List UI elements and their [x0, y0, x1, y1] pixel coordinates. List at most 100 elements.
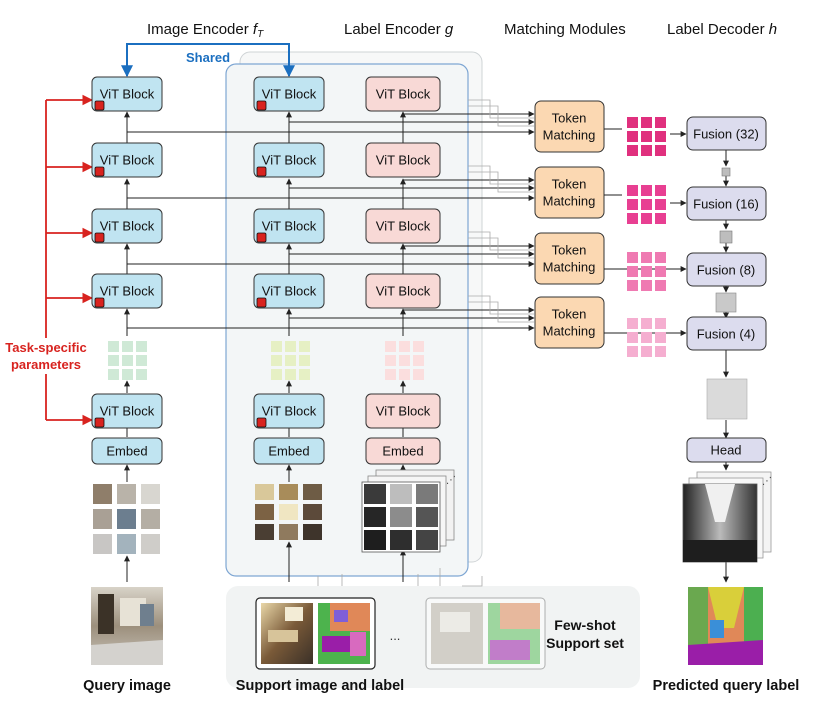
svg-text:Token: Token: [552, 177, 587, 192]
task-parameter-icon: [94, 297, 105, 308]
label-encoder-column: ViT Block ViT Block ViT Block ViT Block …: [361, 76, 456, 553]
svg-text:Matching: Matching: [543, 194, 596, 209]
vit-block-label[interactable]: ViT Block: [365, 273, 441, 309]
task-parameter-icon: [256, 417, 267, 428]
query-image: [91, 587, 163, 665]
vit-block[interactable]: ViT Block: [91, 273, 163, 309]
vit-block-label[interactable]: ViT Block: [365, 76, 441, 112]
feature-map-icon: [721, 167, 731, 177]
token-matching-module[interactable]: Token Matching: [534, 100, 605, 153]
fusion-block-16[interactable]: Fusion (16): [686, 186, 767, 221]
token-grid-icon: [627, 318, 666, 357]
support-pair-faded: [425, 597, 546, 670]
svg-text:ViT Block: ViT Block: [262, 219, 317, 234]
token-matching-module[interactable]: Token Matching: [534, 166, 605, 219]
svg-text:Token: Token: [552, 111, 587, 126]
task-parameter-icon: [94, 417, 105, 428]
svg-text:ViT Block: ViT Block: [262, 284, 317, 299]
svg-text:Label Decoder h: Label Decoder h: [667, 21, 777, 38]
token-grid-icon: [627, 117, 666, 156]
embed-block[interactable]: Embed: [253, 437, 325, 465]
shared-label: Shared: [186, 50, 230, 65]
svg-text:⋰: ⋰: [762, 476, 772, 487]
vit-block[interactable]: ViT Block: [91, 142, 163, 178]
query-encoder-column: ViT Block ViT Block ViT Block ViT Block …: [91, 76, 163, 554]
token-grid-icon: [627, 185, 666, 224]
embed-block[interactable]: Embed: [91, 437, 163, 465]
token-matching-module[interactable]: Token Matching: [534, 232, 605, 285]
svg-text:ViT Block: ViT Block: [376, 219, 431, 234]
svg-text:ViT Block: ViT Block: [262, 87, 317, 102]
stacked-connectors: [317, 99, 534, 587]
fusion-block-8[interactable]: Fusion (8): [686, 252, 767, 287]
task-specific-bracket: Task-specific parameters: [4, 94, 94, 426]
encoder-connections: [124, 111, 535, 582]
svg-text:Matching: Matching: [543, 324, 596, 339]
svg-text:Matching: Matching: [543, 128, 596, 143]
support-pair: [255, 597, 376, 670]
decoder-connections: [604, 128, 729, 583]
svg-text:ViT Block: ViT Block: [376, 87, 431, 102]
vit-block[interactable]: ViT Block: [91, 76, 163, 112]
svg-text:Head: Head: [710, 443, 741, 458]
image-patch-icon: [93, 484, 160, 554]
svg-text:Embed: Embed: [382, 444, 423, 459]
task-parameter-icon: [256, 100, 267, 111]
matching-modules: Token Matching Token Matching Token Matc…: [534, 100, 605, 349]
depth-map-icon: ⋰: [361, 469, 456, 553]
header-label-encoder: Label Encoder g: [344, 21, 454, 38]
svg-text:ViT Block: ViT Block: [100, 219, 155, 234]
token-grid-icon: [271, 341, 310, 380]
svg-text:Fusion (8): Fusion (8): [697, 263, 756, 278]
header-label-decoder: Label Decoder h: [667, 21, 777, 38]
vit-block[interactable]: ViT Block: [91, 393, 163, 429]
vit-block[interactable]: ViT Block: [253, 393, 325, 429]
vit-block[interactable]: ViT Block: [253, 208, 325, 244]
svg-text:⋰: ⋰: [446, 475, 456, 486]
vit-block-label[interactable]: ViT Block: [365, 208, 441, 244]
task-parameter-icon: [256, 166, 267, 177]
svg-text:ViT Block: ViT Block: [100, 153, 155, 168]
svg-text:ViT Block: ViT Block: [262, 404, 317, 419]
vit-block[interactable]: ViT Block: [253, 142, 325, 178]
fusion-block-4[interactable]: Fusion (4): [686, 316, 767, 351]
svg-text:ViT Block: ViT Block: [100, 284, 155, 299]
support-image-thumb: [261, 603, 313, 664]
support-image-label: Support image and label: [236, 678, 404, 694]
svg-text:Fusion (4): Fusion (4): [697, 327, 756, 342]
head-block[interactable]: Head: [686, 437, 767, 463]
svg-text:ViT Block: ViT Block: [100, 87, 155, 102]
svg-text:Fusion (16): Fusion (16): [693, 197, 759, 212]
token-matching-module[interactable]: Token Matching: [534, 296, 605, 349]
vit-block-label[interactable]: ViT Block: [365, 393, 441, 429]
image-patch-icon: [255, 484, 322, 540]
header-image-encoder: Image Encoder fT: [147, 21, 264, 40]
depth-map-icon: ⋰: [682, 471, 772, 563]
predicted-label: Predicted query label: [653, 678, 800, 694]
vit-block[interactable]: ViT Block: [253, 76, 325, 112]
svg-text:Label Encoder g: Label Encoder g: [344, 21, 454, 38]
vit-block[interactable]: ViT Block: [253, 273, 325, 309]
vit-block[interactable]: ViT Block: [91, 208, 163, 244]
token-grid-icon: [385, 341, 424, 380]
svg-text:Token: Token: [552, 307, 587, 322]
task-parameter-icon: [94, 100, 105, 111]
label-decoder-column: Fusion (32) Fusion (16) Fusion (8) Fusio…: [682, 116, 772, 665]
token-grid-icon: [627, 252, 666, 291]
svg-text:Embed: Embed: [268, 444, 309, 459]
svg-text:ViT Block: ViT Block: [100, 404, 155, 419]
task-parameter-icon: [256, 297, 267, 308]
feature-map-icon: [706, 378, 748, 420]
embed-block-label[interactable]: Embed: [365, 437, 441, 465]
svg-text:Matching: Matching: [543, 260, 596, 275]
fusion-block-32[interactable]: Fusion (32): [686, 116, 767, 151]
svg-text:ViT Block: ViT Block: [262, 153, 317, 168]
few-shot-label-line2: Support set: [546, 635, 624, 651]
svg-text:Fusion (32): Fusion (32): [693, 127, 759, 142]
segmentation-icon: [318, 603, 370, 664]
support-image-column: ViT Block ViT Block ViT Block ViT Block …: [253, 76, 325, 540]
task-specific-label-line2: parameters: [11, 357, 81, 372]
vit-block-label[interactable]: ViT Block: [365, 142, 441, 178]
task-specific-label-line1: Task-specific: [5, 340, 86, 355]
